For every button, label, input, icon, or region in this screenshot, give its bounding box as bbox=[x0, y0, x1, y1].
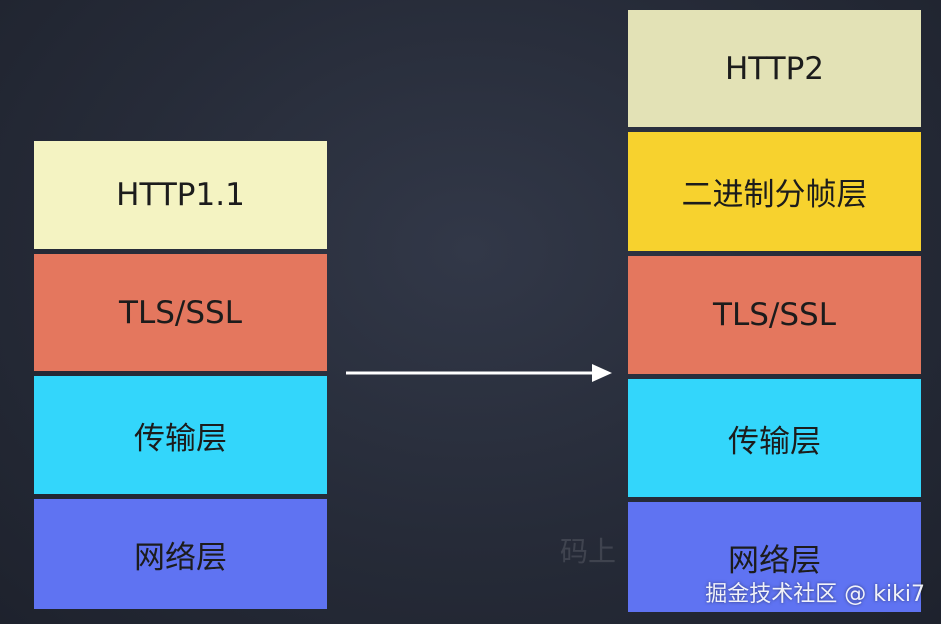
faint-watermark: 码上 bbox=[560, 535, 617, 568]
tls-ssl-layer-label: TLS/SSL bbox=[713, 297, 836, 333]
right-arrow-icon bbox=[346, 364, 612, 382]
http2-layer-label: HTTP2 bbox=[724, 50, 825, 87]
http2-layer: HTTP2 bbox=[628, 10, 921, 127]
http11-layer-label: HTTP1.1 bbox=[116, 177, 245, 213]
transport-layer: 传输层 bbox=[628, 379, 921, 497]
tls-ssl-layer: TLS/SSL bbox=[628, 256, 921, 374]
transport-layer-label: 传输层 bbox=[134, 420, 227, 457]
transport-layer-label: 传输层 bbox=[728, 423, 821, 460]
network-layer: 网络层 bbox=[628, 502, 921, 612]
transport-layer: 传输层 bbox=[34, 376, 327, 494]
binary-framing-layer-label: 二进制分帧层 bbox=[681, 177, 868, 213]
watermark: 掘金技术社区 @ kiki7 bbox=[705, 582, 925, 607]
network-layer-label: 网络层 bbox=[728, 542, 821, 579]
network-layer: 网络层 bbox=[34, 499, 327, 609]
tls-ssl-layer-label: TLS/SSL bbox=[119, 294, 242, 331]
http2-stack: HTTP2 二进制分帧层 TLS/SSL 传输层 网络层 bbox=[628, 10, 921, 612]
tls-ssl-layer: TLS/SSL bbox=[34, 254, 327, 371]
http11-stack: HTTP1.1 TLS/SSL 传输层 网络层 bbox=[34, 141, 327, 609]
network-layer-label: 网络层 bbox=[134, 539, 227, 576]
http11-layer: HTTP1.1 bbox=[34, 141, 327, 249]
binary-framing-layer: 二进制分帧层 bbox=[628, 132, 921, 251]
